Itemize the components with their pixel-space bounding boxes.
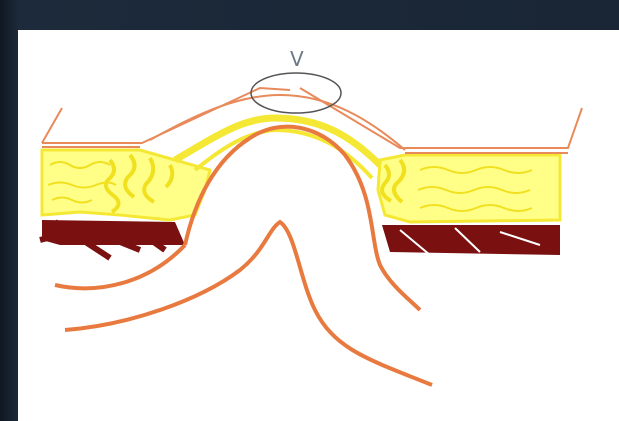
fat-layer-right [378, 155, 560, 222]
fold-left-tail [55, 245, 185, 288]
skin-edge-left [42, 108, 62, 143]
marker-ellipse [251, 73, 341, 113]
muscle-layer-right [382, 225, 560, 255]
muscle-layer-left [40, 220, 185, 258]
marker-label: V [290, 47, 304, 71]
fat-layer-left [42, 150, 210, 220]
